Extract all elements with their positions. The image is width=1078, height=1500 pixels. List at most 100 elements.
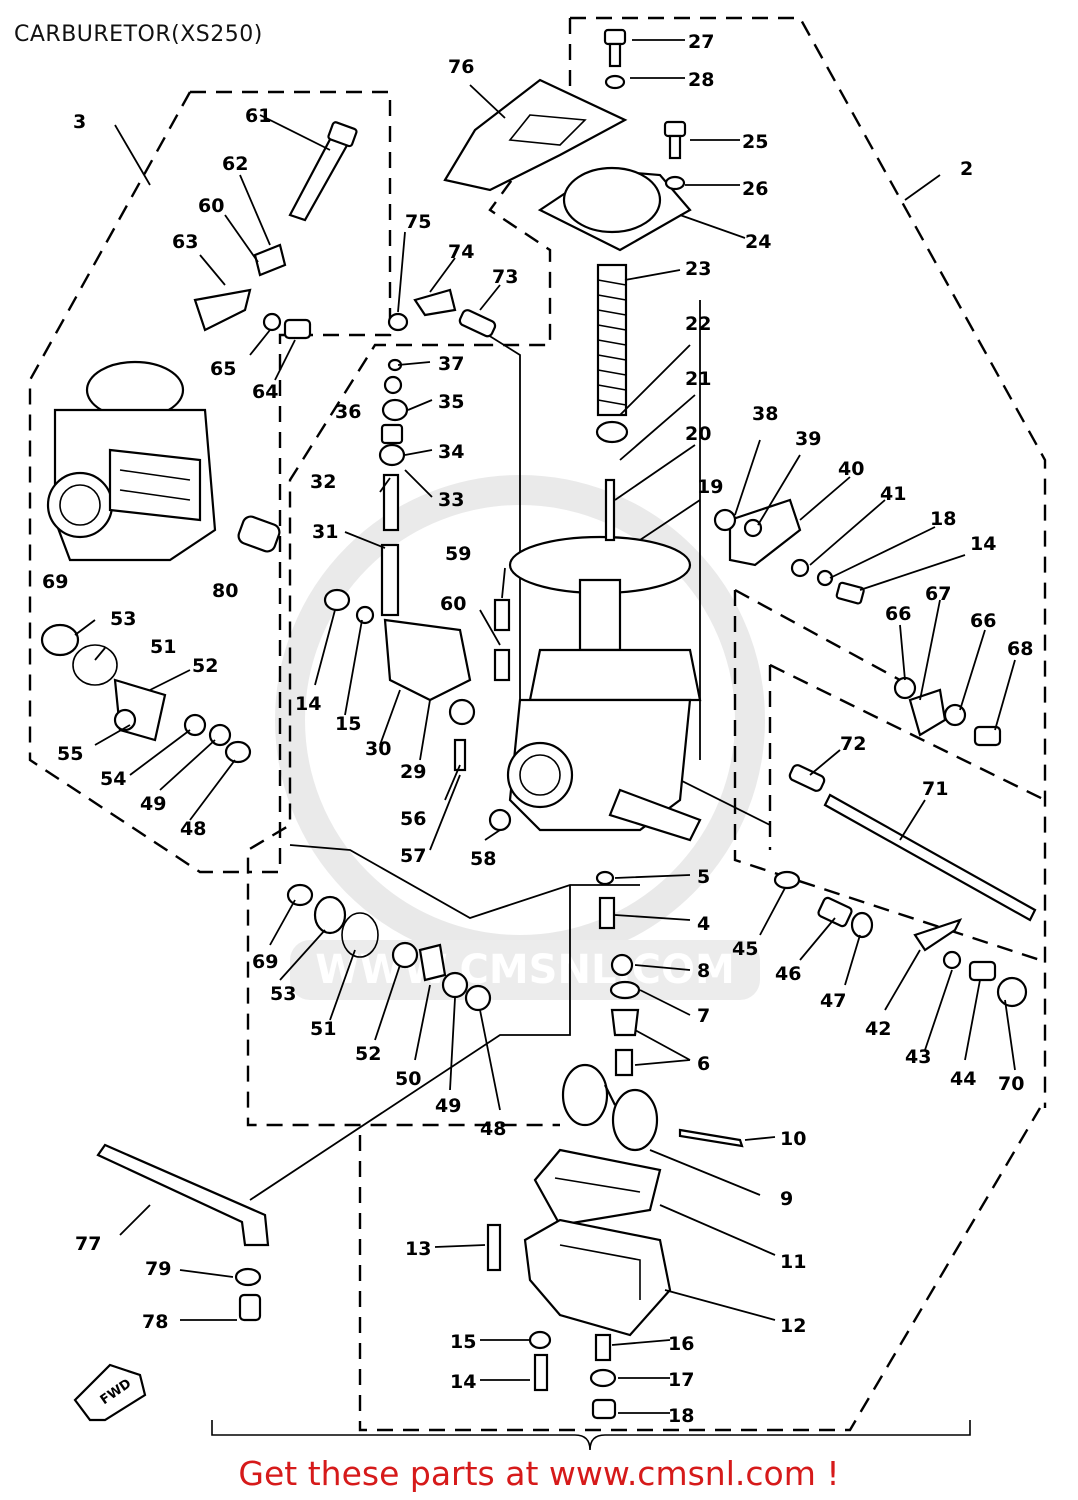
float-bowl xyxy=(523,1148,672,1337)
bottom-brace xyxy=(211,1420,971,1451)
label-part-52-center: 52 xyxy=(355,1043,381,1065)
label-part-10: 10 xyxy=(780,1128,806,1150)
label-part-56: 56 xyxy=(400,808,426,830)
label-part-48-left: 48 xyxy=(180,818,206,840)
label-part-74: 74 xyxy=(448,241,474,263)
spring-23 xyxy=(596,263,628,417)
label-part-63: 63 xyxy=(172,231,198,253)
part-number-labels: 2 3 4 5 6 7 8 9 10 11 12 13 14 14 14 15 … xyxy=(42,31,1033,1427)
label-part-9: 9 xyxy=(780,1188,793,1210)
linkage-parts xyxy=(40,358,512,1012)
label-part-14-left: 14 xyxy=(295,693,321,715)
label-part-75: 75 xyxy=(405,211,431,233)
label-part-18-right: 18 xyxy=(930,508,956,530)
label-part-28: 28 xyxy=(688,69,714,91)
label-part-79: 79 xyxy=(145,1258,171,1280)
page-title: CARBURETOR(XS250) xyxy=(14,22,263,47)
label-part-13: 13 xyxy=(405,1238,431,1260)
label-part-25: 25 xyxy=(742,131,768,153)
mounting-bracket-77 xyxy=(96,1143,270,1247)
label-part-38: 38 xyxy=(752,403,778,425)
label-part-57: 57 xyxy=(400,845,426,867)
label-part-45: 45 xyxy=(732,938,758,960)
carburetor-assembly-left xyxy=(46,360,217,562)
top-small-parts xyxy=(193,121,497,553)
fwd-arrow-icon: FWD xyxy=(73,1363,147,1422)
label-part-49-left: 49 xyxy=(140,793,166,815)
label-part-60-center: 60 xyxy=(440,593,466,615)
label-part-59: 59 xyxy=(445,543,471,565)
label-part-78: 78 xyxy=(142,1311,168,1333)
throttle-shaft-right xyxy=(713,498,1037,922)
label-part-76: 76 xyxy=(448,56,474,78)
label-part-77: 77 xyxy=(75,1233,101,1255)
label-part-80: 80 xyxy=(212,580,238,602)
label-part-35: 35 xyxy=(438,391,464,413)
label-part-61: 61 xyxy=(245,105,271,127)
label-part-44: 44 xyxy=(950,1068,976,1090)
label-part-6: 6 xyxy=(697,1053,710,1075)
label-part-22: 22 xyxy=(685,313,711,335)
carburetor-body-center xyxy=(506,535,702,842)
label-part-64: 64 xyxy=(252,381,278,403)
label-part-66-right: 66 xyxy=(970,610,996,632)
label-part-11: 11 xyxy=(780,1251,806,1273)
label-part-17: 17 xyxy=(668,1369,694,1391)
label-part-16: 16 xyxy=(668,1333,694,1355)
label-part-39: 39 xyxy=(795,428,821,450)
label-part-42: 42 xyxy=(865,1018,891,1040)
label-part-24: 24 xyxy=(745,231,771,253)
label-part-15-bottom: 15 xyxy=(450,1331,476,1353)
label-part-66-left: 66 xyxy=(885,603,911,625)
label-part-8: 8 xyxy=(697,960,710,982)
label-part-52-left: 52 xyxy=(192,655,218,677)
label-part-47: 47 xyxy=(820,990,846,1012)
label-part-54: 54 xyxy=(100,768,126,790)
label-part-58: 58 xyxy=(470,848,496,870)
label-part-27: 27 xyxy=(688,31,714,53)
label-part-30: 30 xyxy=(365,738,391,760)
label-part-55: 55 xyxy=(57,743,83,765)
label-part-43: 43 xyxy=(905,1046,931,1068)
label-part-14-bottom: 14 xyxy=(450,1371,476,1393)
label-part-21: 21 xyxy=(685,368,711,390)
label-part-15-left: 15 xyxy=(335,713,361,735)
label-part-19: 19 xyxy=(697,476,723,498)
label-part-68: 68 xyxy=(1007,638,1033,660)
label-part-7: 7 xyxy=(697,1005,710,1027)
label-part-20: 20 xyxy=(685,423,711,445)
label-part-70: 70 xyxy=(998,1073,1024,1095)
top-cap-and-spring xyxy=(443,28,692,542)
floats xyxy=(561,1063,744,1152)
label-part-33: 33 xyxy=(438,489,464,511)
label-part-50: 50 xyxy=(395,1068,421,1090)
label-part-29: 29 xyxy=(400,761,426,783)
connector-lines xyxy=(249,300,771,1201)
label-part-12: 12 xyxy=(780,1315,806,1337)
label-part-41: 41 xyxy=(880,483,906,505)
label-part-23: 23 xyxy=(685,258,711,280)
label-part-31: 31 xyxy=(312,521,338,543)
label-part-71: 71 xyxy=(922,778,948,800)
label-part-69-center: 69 xyxy=(252,951,278,973)
label-part-62: 62 xyxy=(222,153,248,175)
label-part-60-left: 60 xyxy=(198,195,224,217)
label-part-18-bottom: 18 xyxy=(668,1405,694,1427)
label-part-67: 67 xyxy=(925,583,951,605)
label-part-4: 4 xyxy=(697,913,710,935)
footer-shop-link[interactable]: Get these parts at www.cmsnl.com ! xyxy=(238,1454,840,1493)
label-part-40: 40 xyxy=(838,458,864,480)
jets-column xyxy=(234,870,641,1420)
label-part-53-left: 53 xyxy=(110,608,136,630)
label-part-72: 72 xyxy=(840,733,866,755)
label-part-51-left: 51 xyxy=(150,636,176,658)
label-part-5: 5 xyxy=(697,866,710,888)
label-part-26: 26 xyxy=(742,178,768,200)
label-part-53-center: 53 xyxy=(270,983,296,1005)
watermark-text: WWW.CMSNL.COM xyxy=(315,947,735,993)
label-part-46: 46 xyxy=(775,963,801,985)
label-part-51-center: 51 xyxy=(310,1018,336,1040)
label-part-65: 65 xyxy=(210,358,236,380)
label-part-73: 73 xyxy=(492,266,518,288)
